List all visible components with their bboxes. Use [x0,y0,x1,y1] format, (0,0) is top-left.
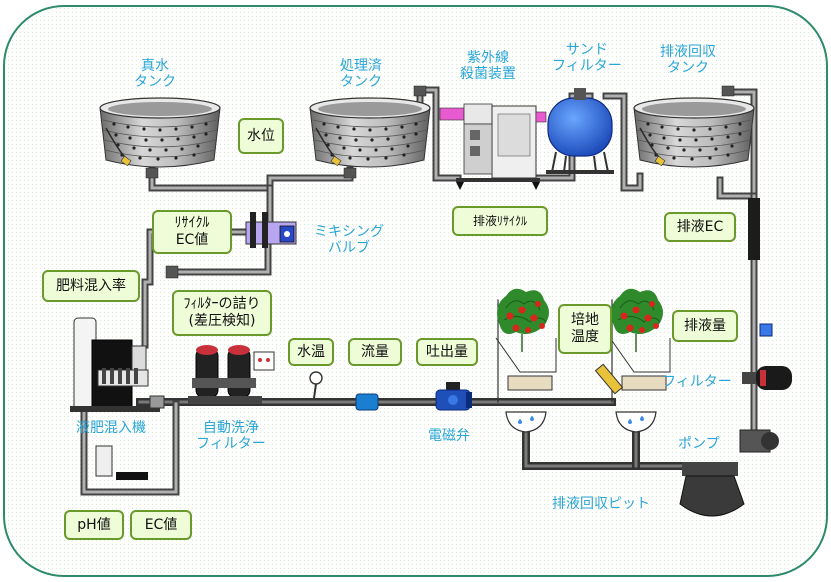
raw-water-tank-label-line2: タンク [134,74,176,90]
auto-wash-filter-graphic [188,345,275,404]
drain-ec-sensor: 排液EC [664,212,736,242]
mixing-valve-graphic [245,212,297,248]
solenoid-valve-label: 電磁弁 [428,428,470,444]
medium-temp-sensor: 培地 温度 [558,304,612,354]
return-pipe-segment [748,198,760,260]
discharge-sensor: 吐出量 [416,338,478,366]
line-filter-graphic [742,323,792,390]
ph-sensor: pH値 [64,510,124,540]
filter-clog-line2: (差圧検知) [188,313,256,329]
uv-sterilizer-label-line2: 殺菌装置 [460,66,516,82]
sand-filter-graphic [546,88,614,174]
solenoid-valve-graphic [435,382,472,411]
uv-sterilizer-label-line1: 紫外線 [467,50,509,66]
fertilizer-mixer-label: 液肥混入機 [76,420,146,436]
medium-temp-line1: 培地 [571,312,599,328]
mixing-valve-label: ミキシング バルブ [314,224,384,256]
mixing-valve-label-line1: ミキシング [314,224,384,240]
mixing-valve-label-line2: バルブ [328,240,370,256]
water-level-sensor: 水位 [238,118,284,154]
treated-tank-label-line1: 処理済 [340,58,382,74]
pump-graphic [679,429,779,517]
uv-sterilizer-graphic [439,103,547,190]
pump-label: ポンプ [678,436,720,452]
drain-recycle-sensor: 排液ﾘｻｲｸﾙ [452,206,548,236]
flow-meter-graphic [355,393,379,411]
filter-label: フィルター [662,374,732,390]
auto-wash-filter-label-line1: 自動洗浄 [202,420,259,436]
recycle-ec-line2: EC値 [175,232,209,248]
uv-sterilizer-label: 紫外線 殺菌装置 [460,50,516,82]
auto-wash-filter-label: 自動洗浄 フィルター [196,420,266,452]
drain-volume-sensor: 排液量 [672,310,738,342]
treated-tank-label-line2: タンク [340,74,382,90]
filter-clog-line1: ﾌｨﾙﾀｰの詰り [183,296,261,312]
drain-recovery-tank-label-line2: タンク [667,60,709,76]
drain-recovery-tank-label-line1: 排液回収 [660,44,716,60]
fertilizer-ratio-sensor: 肥料混入率 [42,270,140,302]
drain-pit-label: 排液回収ピット [552,496,650,512]
flow-rate-sensor: 流量 [348,338,402,366]
drain-recovery-tank-label: 排液回収 タンク [660,44,716,76]
raw-water-tank-label: 真水 タンク [134,58,176,90]
recycle-ec-line1: ﾘｻｲｸﾙ [174,215,210,231]
recycle-ec-sensor: ﾘｻｲｸﾙ EC値 [152,210,232,254]
filter-clog-sensor: ﾌｨﾙﾀｰの詰り (差圧検知) [172,290,272,336]
raw-water-tank-label-line1: 真水 [141,58,169,74]
sand-filter-label-line2: フィルター [552,58,622,74]
treated-tank-label: 処理済 タンク [340,58,382,90]
sand-filter-label: サンド フィルター [552,42,622,74]
ec-sensor: EC値 [130,510,192,540]
bed-graphic [495,337,671,395]
medium-temp-line2: 温度 [571,329,599,345]
fertilizer-mixer-graphic [70,317,165,480]
sand-filter-label-line1: サンド [565,42,608,58]
gauge-graphic [309,371,323,399]
water-temp-sensor: 水温 [288,338,334,366]
auto-wash-filter-label-line2: フィルター [196,436,266,452]
